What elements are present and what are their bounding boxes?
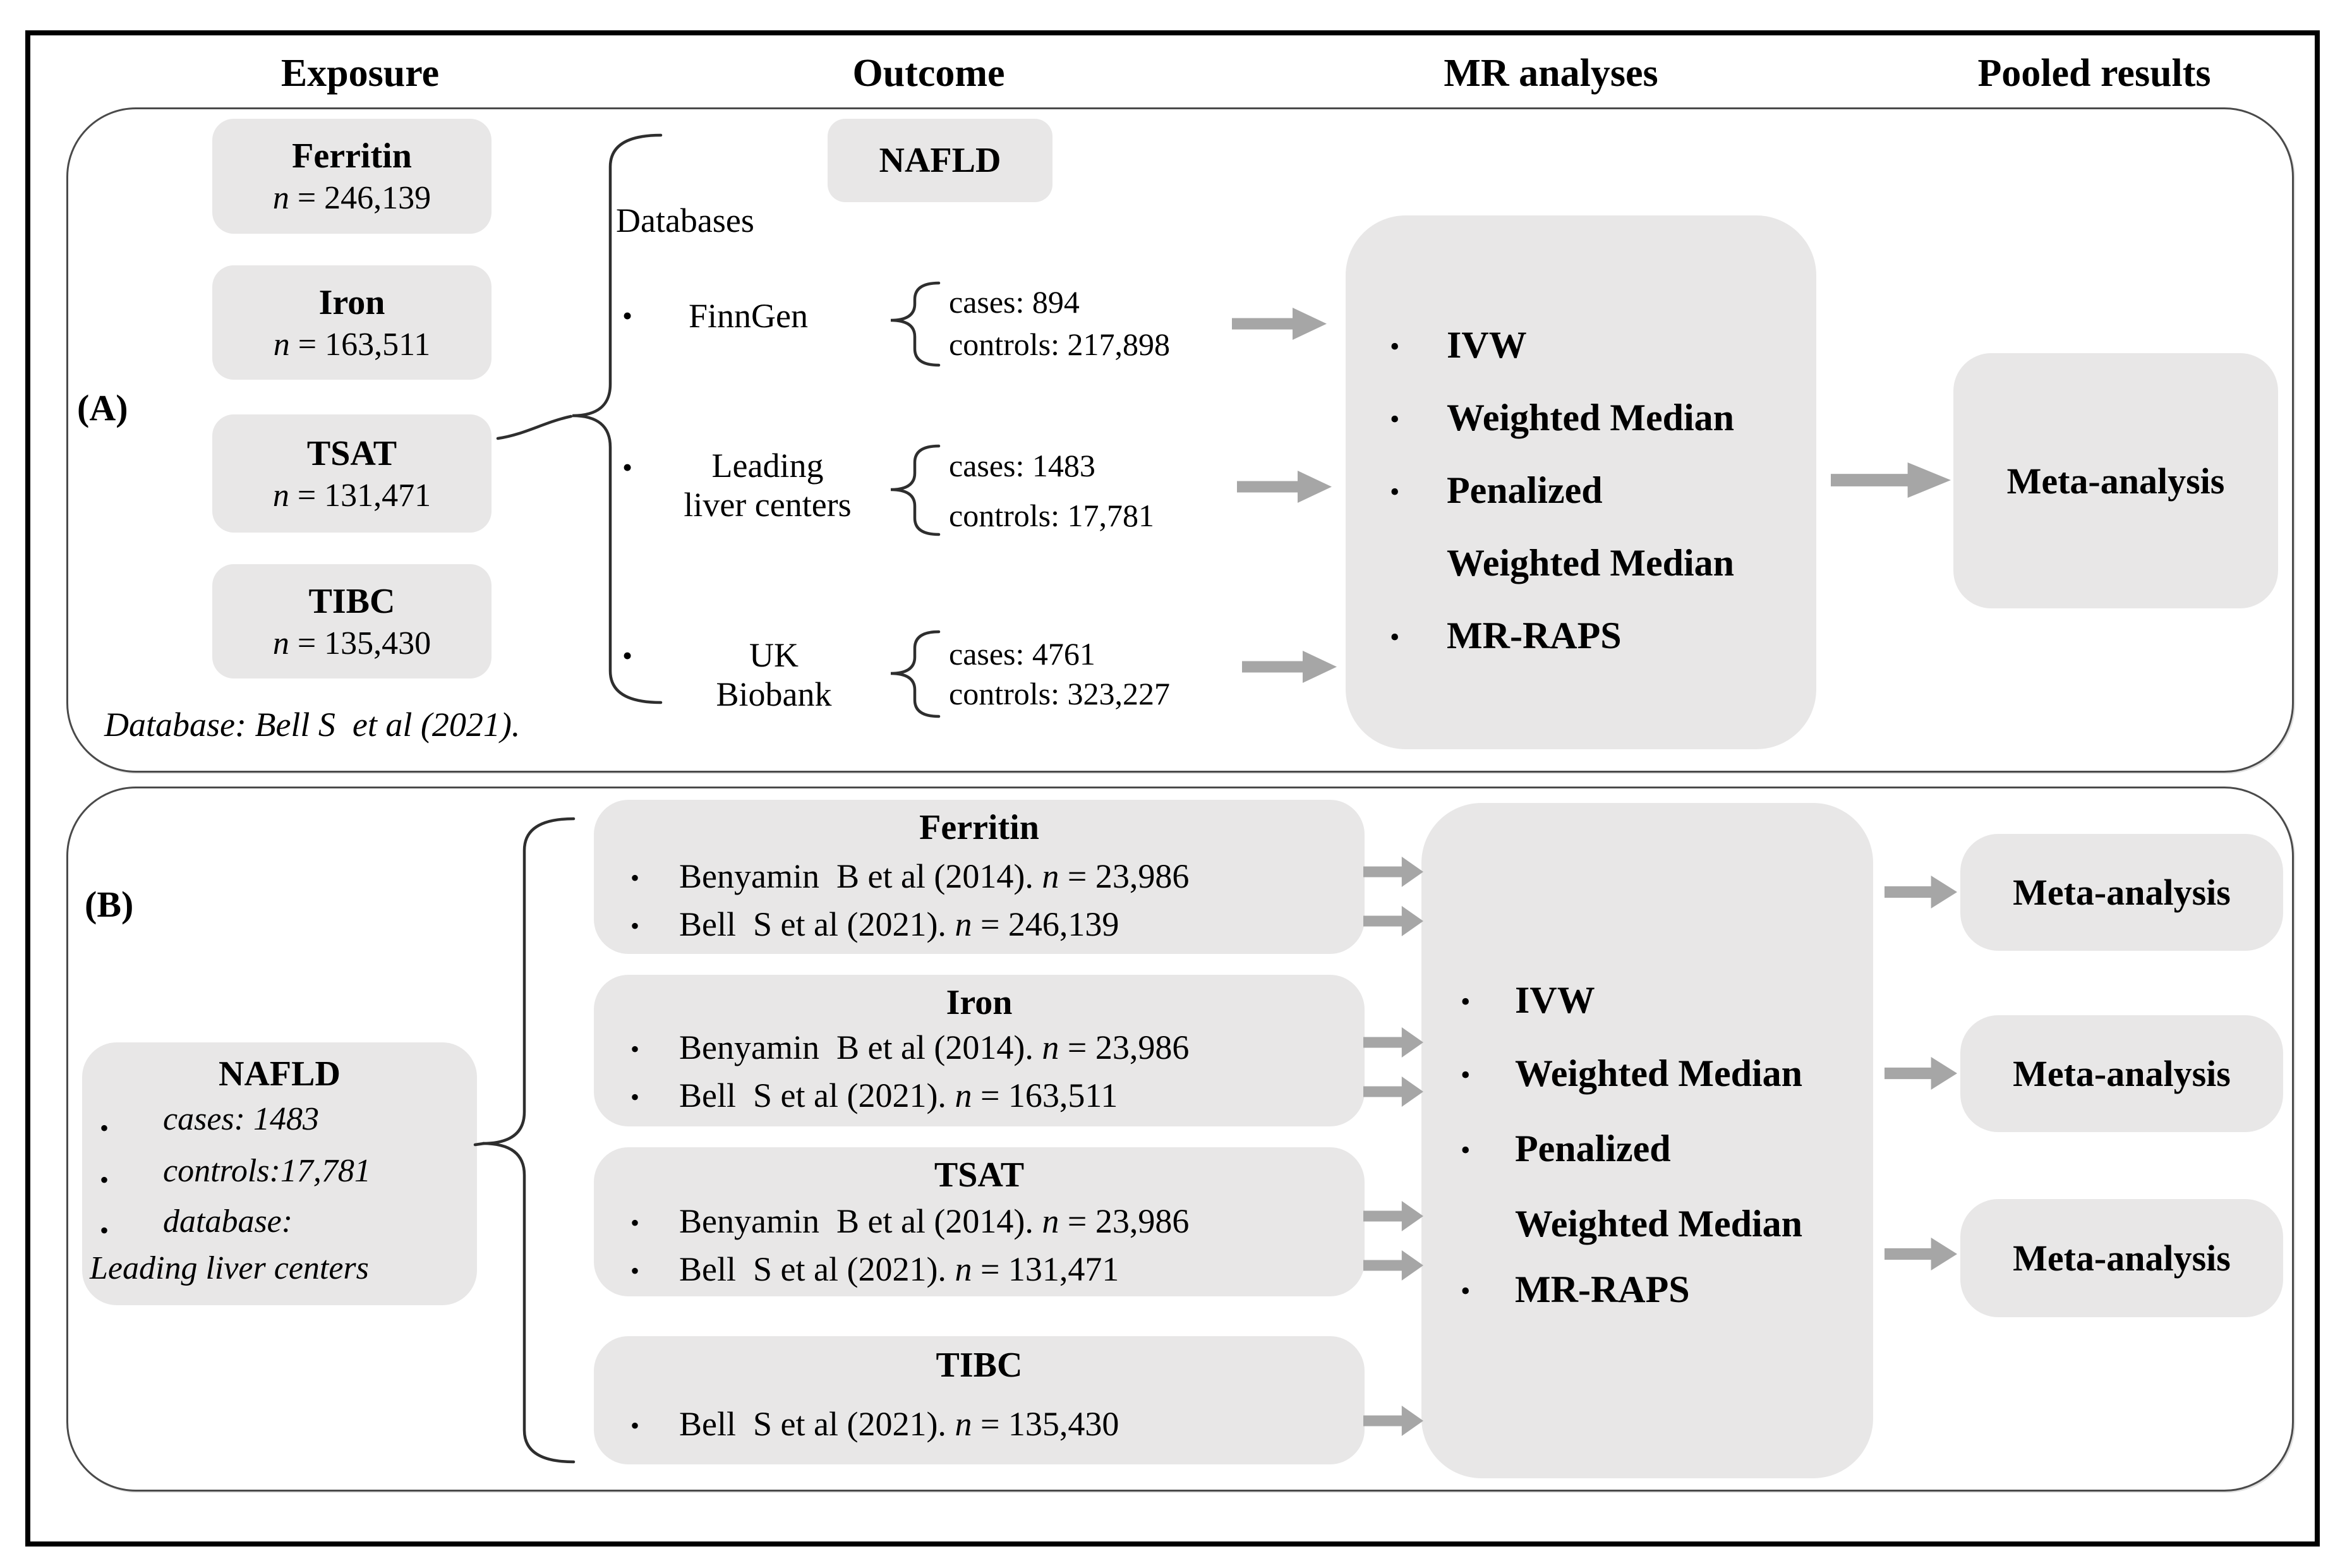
bullet-icon [1390, 620, 1399, 655]
study-ref: Bell S et al (2021). n = 135,430 [679, 1405, 1119, 1443]
bullet-icon [630, 1205, 639, 1241]
bullet-icon [630, 1080, 639, 1115]
column-header-outcome: Outcome [852, 52, 1005, 95]
mr-method-wrap: Weighted Median [1515, 1203, 1803, 1245]
nafld-box-b: NAFLD cases: 1483 controls:17,781 databa… [82, 1042, 477, 1305]
exposure-box-title: TSAT [934, 1155, 1025, 1195]
column-header-pooled-results: Pooled results [1977, 52, 2211, 95]
bullet-icon [622, 450, 632, 485]
study-ref: Benyamin B et al (2014). n = 23,986 [679, 857, 1190, 895]
exposure-box-iron: Iron n = 163,511 [212, 265, 492, 380]
database-uk-biobank: UK Biobank [716, 636, 832, 713]
mr-method-wrap: Weighted Median [1447, 542, 1735, 584]
figure-border [25, 30, 2320, 1547]
mr-method: IVW [1447, 324, 1527, 366]
exposure-box-title: Iron [946, 983, 1013, 1022]
database-leading-liver-centers: Leading liver centers [684, 447, 852, 524]
bullet-icon [1390, 474, 1399, 510]
bullet-icon [1390, 329, 1399, 365]
exposure-box-title: TIBC [308, 581, 395, 621]
leading-controls: controls: 17,781 [949, 498, 1154, 533]
exposure-box-title: Iron [318, 282, 385, 322]
bullet-icon [622, 638, 632, 673]
finngen-cases: cases: 894 [949, 284, 1080, 320]
bullet-icon [630, 1253, 639, 1289]
bullet-icon [1461, 984, 1470, 1020]
mr-method: Weighted Median [1447, 397, 1735, 438]
bullet-icon [100, 1162, 109, 1198]
mr-method: MR-RAPS [1447, 615, 1622, 656]
panel-a-label: (A) [77, 387, 128, 428]
mr-method: Weighted Median [1515, 1052, 1803, 1094]
bullet-icon [1390, 402, 1399, 437]
bullet-icon [1461, 1058, 1470, 1093]
exposure-box-sample-size: n = 246,139 [272, 180, 431, 216]
study-ref: Bell S et al (2021). n = 131,471 [679, 1250, 1119, 1288]
meta-analysis-box-a: Meta-analysis [1953, 353, 2278, 608]
mr-method: Penalized [1515, 1128, 1671, 1169]
exposure-box-b-tsat: TSAT Benyamin B et al (2014). n = 23,986… [594, 1147, 1365, 1296]
exposure-box-b-tibc: TIBC Bell S et al (2021). n = 135,430 [594, 1336, 1365, 1464]
ukbiobank-controls: controls: 323,227 [949, 676, 1170, 711]
bullet-icon [630, 860, 639, 896]
exposure-box-title: Ferritin [292, 136, 412, 176]
nafld-controls: controls:17,781 [163, 1153, 371, 1189]
database-finngen: FinnGen [689, 297, 808, 335]
exposure-box-b-ferritin: Ferritin Benyamin B et al (2014). n = 23… [594, 800, 1365, 954]
mr-method: Penalized [1447, 469, 1603, 511]
mr-method: MR-RAPS [1515, 1269, 1690, 1310]
bullet-icon [100, 1213, 109, 1248]
mr-analyses-box-a: IVW Weighted Median Penalized Weighted M… [1346, 215, 1816, 749]
database-note: Database: Bell S et al (2021). [104, 706, 521, 744]
ukbiobank-cases: cases: 4761 [949, 636, 1095, 672]
bullet-icon [630, 1408, 639, 1444]
bullet-icon [1461, 1274, 1470, 1309]
exposure-box-tibc: TIBC n = 135,430 [212, 564, 492, 678]
databases-label: Databases [616, 202, 754, 239]
meta-analysis-box-b1: Meta-analysis [1960, 834, 2283, 951]
meta-analysis-box-b3: Meta-analysis [1960, 1199, 2283, 1317]
exposure-box-title: TSAT [306, 433, 397, 473]
nafld-database-name: Leading liver centers [90, 1250, 369, 1286]
nafld-cases: cases: 1483 [163, 1101, 319, 1137]
mr-analyses-box-b: IVW Weighted Median Penalized Weighted M… [1421, 803, 1873, 1478]
study-ref: Benyamin B et al (2014). n = 23,986 [679, 1028, 1190, 1066]
bullet-icon [1461, 1133, 1470, 1168]
study-ref: Bell S et al (2021). n = 246,139 [679, 905, 1119, 943]
exposure-box-sample-size: n = 135,430 [272, 625, 431, 661]
column-header-mr-analyses: MR analyses [1444, 52, 1658, 95]
exposure-box-title: Ferritin [919, 808, 1039, 847]
panel-b-label: (B) [85, 884, 134, 925]
bullet-icon [630, 908, 639, 944]
exposure-box-sample-size: n = 131,471 [272, 477, 431, 514]
meta-analysis-box-b2: Meta-analysis [1960, 1015, 2283, 1132]
finngen-controls: controls: 217,898 [949, 327, 1170, 362]
bullet-icon [622, 298, 632, 334]
study-ref: Bell S et al (2021). n = 163,511 [679, 1076, 1118, 1114]
exposure-box-tsat: TSAT n = 131,471 [212, 414, 492, 533]
exposure-box-sample-size: n = 163,511 [273, 326, 431, 363]
column-header-exposure: Exposure [280, 52, 440, 95]
study-ref: Benyamin B et al (2014). n = 23,986 [679, 1202, 1190, 1240]
exposure-box-b-iron: Iron Benyamin B et al (2014). n = 23,986… [594, 975, 1365, 1126]
bullet-icon [100, 1111, 109, 1146]
mr-method: IVW [1515, 979, 1595, 1021]
nafld-database: database: [163, 1203, 293, 1239]
leading-cases: cases: 1483 [949, 448, 1095, 483]
exposure-box-ferritin: Ferritin n = 246,139 [212, 119, 492, 234]
outcome-box-nafld: NAFLD [828, 119, 1052, 202]
exposure-box-title: TIBC [936, 1346, 1023, 1385]
nafld-box-title: NAFLD [219, 1054, 341, 1094]
bullet-icon [630, 1032, 639, 1067]
